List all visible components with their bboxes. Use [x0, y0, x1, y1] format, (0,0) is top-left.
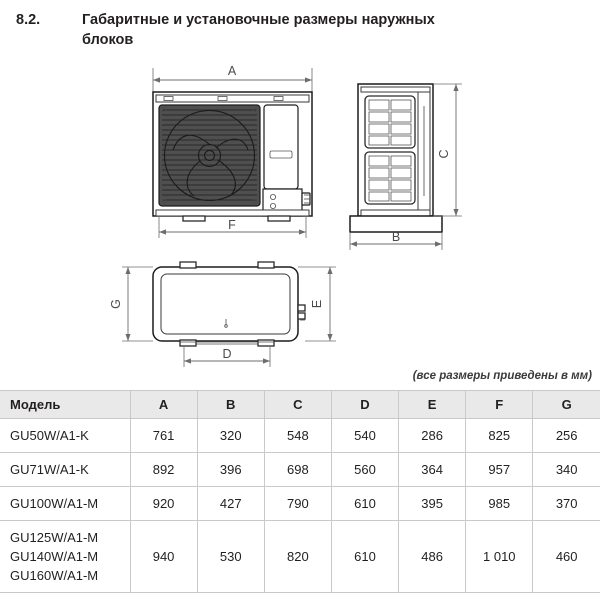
- cell-a: 892: [129, 452, 198, 487]
- cell-model: GU50W/A1-K: [0, 418, 131, 453]
- dimensions-table-wrap: Модель A B C D E F G GU50W/A1-K 761 320 …: [0, 390, 600, 593]
- cell-f: 957: [465, 452, 534, 487]
- dimension-d: D: [183, 346, 271, 367]
- cell-g: 370: [532, 486, 600, 521]
- fan-icon: [163, 109, 256, 202]
- cell-c: 698: [263, 452, 332, 487]
- header-f: F: [465, 390, 534, 419]
- page-title: Габаритные и установочные размеры наружн…: [82, 12, 435, 48]
- page-heading: 8.2. Габаритные и установочные размеры н…: [0, 10, 600, 50]
- cell-model: GU100W/A1-M: [0, 486, 131, 521]
- cell-b: 427: [196, 486, 265, 521]
- cell-b: 530: [196, 520, 265, 593]
- dimension-e: E: [298, 266, 336, 342]
- header-g: G: [532, 390, 600, 419]
- svg-text:F: F: [228, 218, 236, 232]
- header-model: Модель: [0, 390, 131, 419]
- cell-g: 340: [532, 452, 600, 487]
- cell-model: GU71W/A1-K: [0, 452, 131, 487]
- header-c: C: [263, 390, 332, 419]
- cell-e: 395: [398, 486, 467, 521]
- dimension-f: F: [158, 216, 307, 238]
- cell-d: 540: [330, 418, 400, 453]
- cell-d: 610: [330, 520, 400, 593]
- cell-model: GU125W/A1-M GU140W/A1-M GU160W/A1-M: [0, 520, 131, 593]
- table-row: GU125W/A1-M GU140W/A1-M GU160W/A1-M 940 …: [0, 520, 600, 593]
- svg-text:B: B: [392, 230, 400, 244]
- header-a: A: [129, 390, 198, 419]
- side-grille-upper: [364, 95, 416, 149]
- svg-text:E: E: [310, 300, 324, 308]
- table-header-row: Модель A B C D E F G: [0, 390, 600, 419]
- cell-f: 985: [465, 486, 534, 521]
- cell-c: 820: [263, 520, 332, 593]
- cell-b: 320: [196, 418, 265, 453]
- cell-d: 610: [330, 486, 400, 521]
- dimension-g: G: [109, 266, 153, 342]
- table-row: GU50W/A1-K 761 320 548 540 286 825 256: [0, 418, 600, 453]
- cell-f: 825: [465, 418, 534, 453]
- cell-c: 790: [263, 486, 332, 521]
- cell-e: 286: [398, 418, 467, 453]
- side-grille-lower: [364, 151, 416, 205]
- cell-a: 940: [129, 520, 198, 593]
- dimension-b: B: [349, 230, 443, 250]
- cell-c: 548: [263, 418, 332, 453]
- svg-text:A: A: [228, 64, 237, 78]
- technical-drawings: A: [0, 58, 600, 368]
- cell-e: 486: [398, 520, 467, 593]
- top-view-drawing: G E D: [109, 261, 336, 367]
- dimension-a: A: [152, 64, 313, 92]
- cell-a: 761: [129, 418, 198, 453]
- header-d: D: [330, 390, 400, 419]
- cell-a: 920: [129, 486, 198, 521]
- cell-g: 256: [532, 418, 600, 453]
- cell-e: 364: [398, 452, 467, 487]
- side-view-drawing: C B: [349, 83, 462, 250]
- svg-text:D: D: [222, 347, 231, 361]
- dimension-c: C: [433, 83, 462, 217]
- table-row: GU71W/A1-K 892 396 698 560 364 957 340: [0, 452, 600, 487]
- front-view-drawing: A: [152, 64, 313, 238]
- svg-text:G: G: [109, 299, 123, 309]
- cell-d: 560: [330, 452, 400, 487]
- header-e: E: [398, 390, 467, 419]
- table-row: GU100W/A1-M 920 427 790 610 395 985 370: [0, 486, 600, 521]
- svg-text:C: C: [437, 149, 451, 158]
- cell-b: 396: [196, 452, 265, 487]
- header-b: B: [196, 390, 265, 419]
- units-note: (все размеры приведены в мм): [412, 370, 592, 382]
- cell-g: 460: [532, 520, 600, 593]
- heading-number: 8.2.: [16, 12, 41, 28]
- dimensions-table: Модель A B C D E F G GU50W/A1-K 761 320 …: [0, 390, 600, 593]
- cell-f: 1 010: [465, 520, 534, 593]
